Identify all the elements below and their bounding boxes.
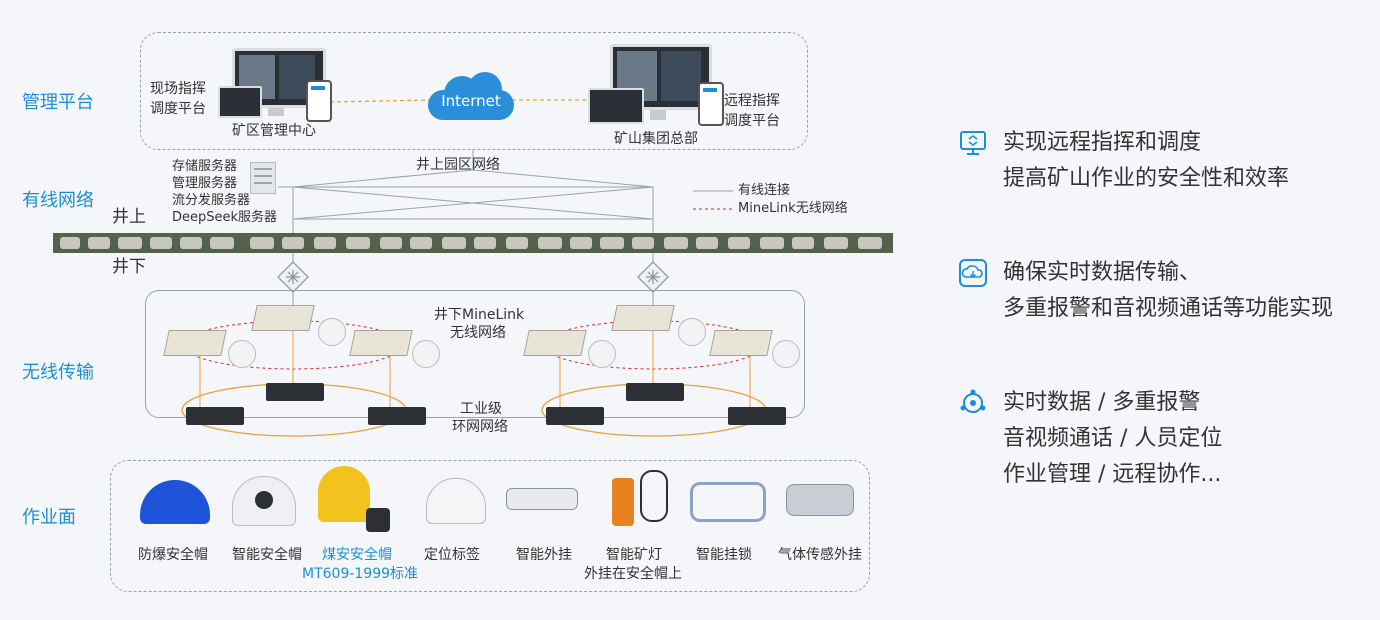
router-left [277,261,309,293]
device-tag-icon [366,508,390,532]
workface-box [110,460,870,592]
internet-cloud-icon: Internet [428,72,514,120]
access-point-icon [163,330,227,356]
campus-network-box [292,186,654,220]
multi-function-icon [958,388,988,418]
access-point-icon [709,330,773,356]
phone-icon [306,80,332,122]
layer-label-wireless: 无线传输 [22,362,94,383]
device-label: 防爆安全帽 [138,547,208,563]
device-label: 智能矿灯 [606,547,662,563]
legend-wireless-label: MineLink无线网络 [738,201,848,216]
router-right [637,261,669,293]
server-rack-icon [250,162,276,194]
smart-mine-lamp-icon [612,478,634,526]
switch-icon [626,383,684,401]
server-storage: 存储服务器 [172,159,238,174]
wireless-box [145,290,805,418]
device-label: 智能挂锁 [696,547,752,563]
antenna-icon [588,340,616,368]
monitor-stand-icon [650,110,666,120]
device-label: 气体传感外挂 [778,547,862,563]
device-label: 定位标签 [424,547,480,563]
device-label: 煤安安全帽 [322,547,392,563]
minelink-label-1: 井下MineLink [434,307,525,323]
laptop-icon [218,86,262,118]
gas-sensor-icon [786,484,854,516]
antenna-icon [678,318,706,346]
feature-line: 确保实时数据传输、 [1003,260,1202,285]
phone-icon [698,82,724,126]
switch-icon [266,383,324,401]
minelink-label-2: 无线网络 [450,325,506,341]
internet-label: Internet [441,92,501,110]
below-ground-label: 井下 [112,257,146,277]
device-label: 智能安全帽 [232,547,302,563]
right-platform-line-1: 远程指挥 [724,93,780,109]
ring-label-1: 工业级 [460,401,502,417]
campus-network-label: 井上园区网络 [416,157,500,173]
switch-icon [186,407,244,425]
cloud-transfer-icon [958,258,988,288]
positioning-tag-icon [426,478,486,524]
access-point-icon [251,305,315,331]
left-platform-line-2: 调度平台 [150,101,206,117]
server-management: 管理服务器 [172,176,238,191]
feature-line: 作业管理 / 远程协作... [1003,462,1222,487]
access-point-icon [611,305,675,331]
monitor-stand-icon [268,108,284,116]
lamp-cable-icon [640,470,668,522]
server-stream: 流分发服务器 [172,193,251,208]
feature-line: 提高矿山作业的安全性和效率 [1003,166,1290,191]
coal-safety-helmet-icon [318,466,370,522]
right-platform-line-2: 调度平台 [724,113,780,129]
switch-icon [368,407,426,425]
link-left-to-cloud [329,99,431,103]
device-label: 智能外挂 [516,547,572,563]
ring-label-2: 环网网络 [452,419,508,435]
left-platform-line-1: 现场指挥 [150,81,206,97]
antenna-icon [228,340,256,368]
access-point-icon [349,330,413,356]
smart-helmet-icon [232,476,296,526]
device-sublabel: MT609-1999标准 [302,566,419,582]
switch-icon [546,407,604,425]
smart-attachment-icon [506,488,578,510]
antenna-icon [412,340,440,368]
above-ground-label: 井上 [112,207,146,227]
feature-line: 实现远程指挥和调度 [1003,130,1202,155]
switch-icon [728,407,786,425]
access-point-icon [523,330,587,356]
right-center-label: 矿山集团总部 [614,131,698,147]
management-platform-box [140,32,808,150]
layer-label-workface: 作业面 [22,507,76,528]
layer-label-wired: 有线网络 [22,190,94,211]
left-center-label: 矿区管理中心 [232,123,316,139]
feature-line: 实时数据 / 多重报警 [1003,390,1201,415]
legend-wired-label: 有线连接 [738,183,791,198]
device-sublabel: 外挂在安全帽上 [584,566,682,582]
antenna-icon [772,340,800,368]
server-deepseek: DeepSeek服务器 [172,210,278,225]
feature-line: 多重报警和音视频通话等功能实现 [1003,296,1334,321]
laptop-icon [588,88,644,124]
antenna-icon [318,318,346,346]
layer-label-management: 管理平台 [22,92,94,113]
remote-command-icon [958,128,988,158]
feature-line: 音视频通话 / 人员定位 [1003,426,1223,451]
smart-lock-icon [690,482,766,522]
